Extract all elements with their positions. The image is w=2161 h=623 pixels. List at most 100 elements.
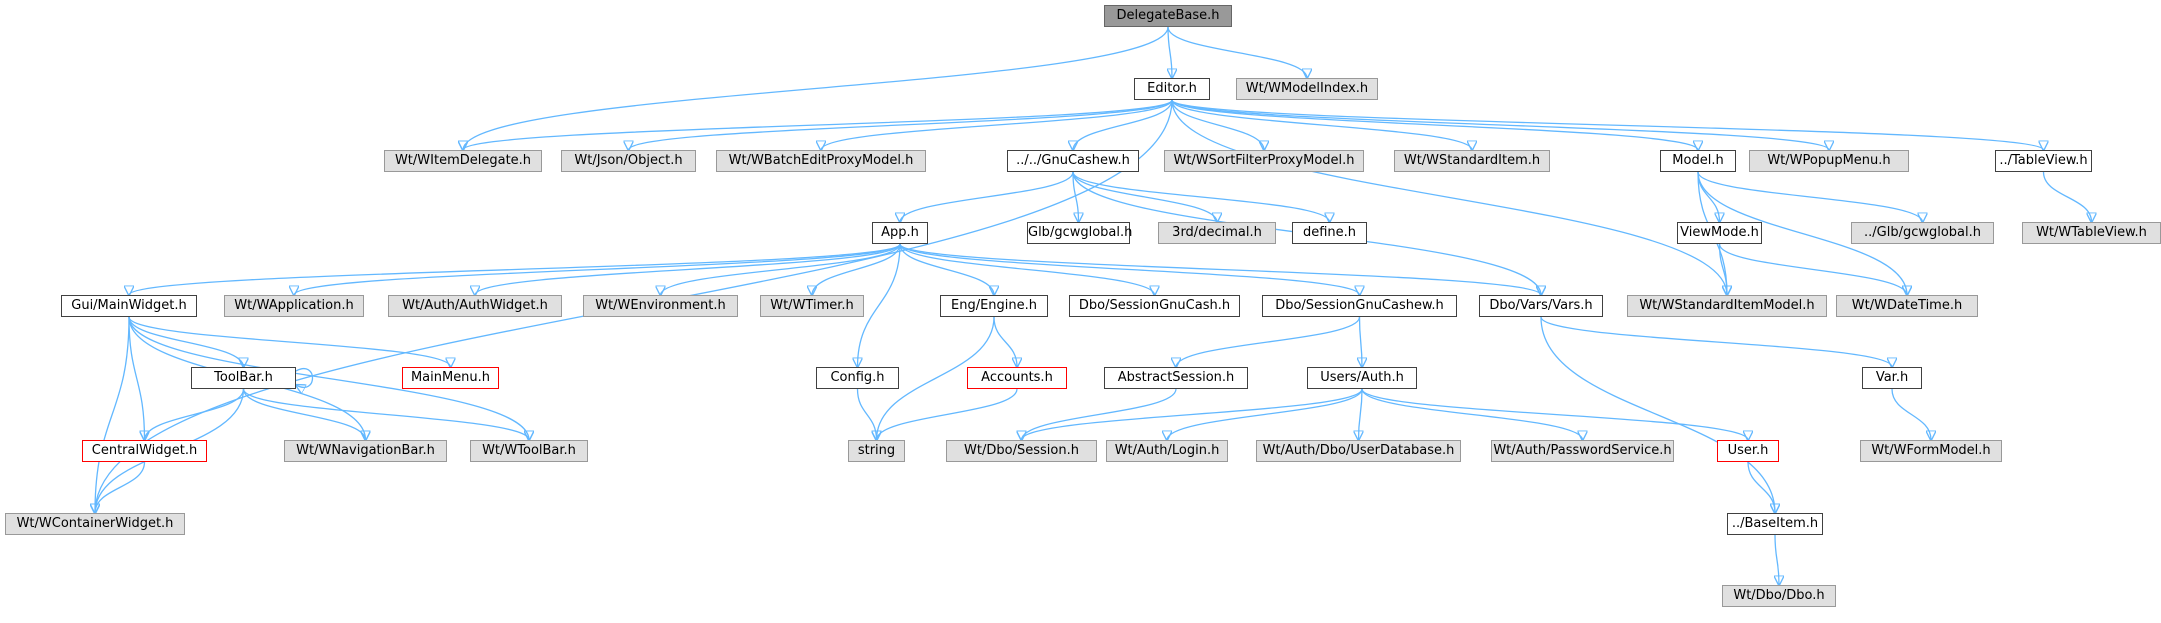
node-dbodbo[interactable]: Wt/Dbo/Dbo.h [1722, 585, 1836, 607]
node-delegatebase[interactable]: DelegateBase.h [1104, 5, 1232, 27]
edge-mainwidget-to-centralwidget [128, 316, 145, 440]
node-engine[interactable]: Eng/Engine.h [940, 295, 1048, 317]
node-gnucashew[interactable]: ../../GnuCashew.h [1007, 150, 1139, 172]
edge-viewmode-to-wdatetime [1718, 243, 1908, 295]
node-abstractsession[interactable]: AbstractSession.h [1104, 367, 1248, 389]
edge-gnucashew-to-glbgcw [1072, 171, 1079, 222]
node-wapplication[interactable]: Wt/WApplication.h [224, 295, 364, 317]
edge-editor-to-witemdelegate [463, 99, 1173, 150]
edge-apph-to-wenvironment [661, 243, 901, 295]
node-wstditemmodel[interactable]: Wt/WStandardItemModel.h [1627, 295, 1827, 317]
edge-apph-to-mainwidget [129, 243, 901, 295]
edge-mainwidget-to-wcontainer [95, 316, 130, 513]
node-viewmode[interactable]: ViewMode.h [1677, 222, 1762, 244]
edge-editor-to-wstditemmodel [1171, 99, 1727, 295]
node-toolbar[interactable]: ToolBar.h [191, 367, 296, 389]
node-wmodelindex[interactable]: Wt/WModelIndex.h [1236, 78, 1378, 100]
edge-editor-to-wstandarditem [1171, 99, 1472, 150]
edge-engine-to-accounts [993, 316, 1017, 367]
edge-usersauth-to-dbosession [1022, 388, 1363, 440]
edge-apph-to-sessiongnucash [899, 243, 1155, 295]
edge-editor-to-gnucashew [1073, 99, 1173, 150]
node-mainmenu[interactable]: MainMenu.h [402, 367, 499, 389]
node-wtoolbar[interactable]: Wt/WToolBar.h [470, 440, 588, 462]
node-wpopupmenu[interactable]: Wt/WPopupMenu.h [1749, 150, 1909, 172]
edge-toolbar-to-toolbar [296, 368, 314, 388]
edge-gnucashew-to-define [1072, 171, 1330, 222]
node-jsonobject[interactable]: Wt/Json/Object.h [561, 150, 696, 172]
node-config[interactable]: Config.h [816, 367, 899, 389]
edge-usersauth-to-userh [1361, 388, 1748, 440]
edge-model-to-viewmode [1697, 171, 1720, 222]
node-wenvironment[interactable]: Wt/WEnvironment.h [583, 295, 738, 317]
node-authwidget[interactable]: Wt/Auth/AuthWidget.h [388, 295, 562, 317]
edge-editor-to-model [1171, 99, 1698, 150]
edge-sessiongnucashew-to-usersauth [1360, 316, 1363, 367]
edge-baseitem-to-dbodbo [1775, 534, 1779, 585]
edge-accounts-to-string [877, 388, 1018, 440]
node-wtableview[interactable]: Wt/WTableView.h [2022, 222, 2161, 244]
node-userdb[interactable]: Wt/Auth/Dbo/UserDatabase.h [1256, 440, 1461, 462]
edge-editor-to-wpopupmenu [1171, 99, 1829, 150]
node-userh[interactable]: User.h [1717, 440, 1779, 462]
edge-vars-to-varh [1540, 316, 1892, 367]
edge-apph-to-config [858, 243, 901, 367]
node-passwordservice[interactable]: Wt/Auth/PasswordService.h [1491, 440, 1674, 462]
edge-model-to-wdatetime [1697, 171, 1907, 295]
edge-toolbar-to-wtoolbar [242, 388, 530, 440]
edge-apph-to-engine [899, 243, 994, 295]
edge-mainwidget-to-mainmenu [128, 316, 451, 367]
edge-usersauth-to-authlogin [1167, 388, 1363, 440]
node-glbgcw[interactable]: Glb/gcwglobal.h [1027, 222, 1132, 244]
node-tableview[interactable]: ../TableView.h [1995, 150, 2092, 172]
node-usersauth[interactable]: Users/Auth.h [1307, 367, 1417, 389]
node-baseitem[interactable]: ../BaseItem.h [1727, 513, 1823, 535]
node-define[interactable]: define.h [1292, 222, 1367, 244]
edge-editor-to-tableview [1171, 99, 2044, 150]
node-wcontainer[interactable]: Wt/WContainerWidget.h [5, 513, 185, 535]
node-vars[interactable]: Dbo/Vars/Vars.h [1479, 295, 1603, 317]
edge-apph-to-vars [899, 243, 1541, 295]
node-sessiongnucashew[interactable]: Dbo/SessionGnuCashew.h [1262, 295, 1457, 317]
node-wdatetime[interactable]: Wt/WDateTime.h [1836, 295, 1978, 317]
edge-varh-to-wformmodel [1891, 388, 1931, 440]
edge-apph-to-authwidget [475, 243, 901, 295]
node-wstandarditem[interactable]: Wt/WStandardItem.h [1394, 150, 1550, 172]
edge-gnucashew-to-apph [900, 171, 1074, 222]
edge-viewmode-to-wstditemmodel [1718, 243, 1728, 295]
edge-apph-to-sessiongnucashew [899, 243, 1360, 295]
node-wformmodel[interactable]: Wt/WFormModel.h [1860, 440, 2002, 462]
node-dbosession[interactable]: Wt/Dbo/Session.h [946, 440, 1097, 462]
node-authlogin[interactable]: Wt/Auth/Login.h [1106, 440, 1228, 462]
edge-mainwidget-to-toolbar [128, 316, 244, 367]
node-wsortfilter[interactable]: Wt/WSortFilterProxyModel.h [1164, 150, 1364, 172]
edge-editor-to-wbatchedit [821, 99, 1173, 150]
node-model[interactable]: Model.h [1660, 150, 1736, 172]
node-editor[interactable]: Editor.h [1134, 78, 1210, 100]
node-wbatchedit[interactable]: Wt/WBatchEditProxyModel.h [716, 150, 926, 172]
edge-engine-to-string [877, 316, 995, 440]
node-varh[interactable]: Var.h [1862, 367, 1922, 389]
node-accounts[interactable]: Accounts.h [967, 367, 1067, 389]
edge-editor-to-wsortfilter [1171, 99, 1264, 150]
node-glbgcw2[interactable]: ../Glb/gcwglobal.h [1851, 222, 1994, 244]
node-centralwidget[interactable]: CentralWidget.h [82, 440, 207, 462]
node-apph[interactable]: App.h [872, 222, 928, 244]
node-decimal[interactable]: 3rd/decimal.h [1158, 222, 1276, 244]
edge-toolbar-to-wnavbar [242, 388, 366, 440]
edge-abstractsession-to-dbosession [1022, 388, 1177, 440]
node-witemdelegate[interactable]: Wt/WItemDelegate.h [384, 150, 542, 172]
edge-tableview-to-wtableview [2042, 171, 2092, 222]
edge-model-to-glbgcw2 [1697, 171, 1923, 222]
node-mainwidget[interactable]: Gui/MainWidget.h [61, 295, 197, 317]
edge-mainwidget-to-wtoolbar [128, 316, 529, 440]
node-sessiongnucash[interactable]: Dbo/SessionGnuCash.h [1069, 295, 1240, 317]
node-string[interactable]: string [848, 440, 905, 462]
edge-usersauth-to-userdb [1359, 388, 1363, 440]
edge-toolbar-to-centralwidget [145, 388, 245, 440]
edge-delegatebase-to-witemdelegate [463, 26, 1169, 150]
node-wnavbar[interactable]: Wt/WNavigationBar.h [284, 440, 447, 462]
node-wtimer[interactable]: Wt/WTimer.h [760, 295, 864, 317]
edge-sessiongnucashew-to-abstractsession [1176, 316, 1361, 367]
